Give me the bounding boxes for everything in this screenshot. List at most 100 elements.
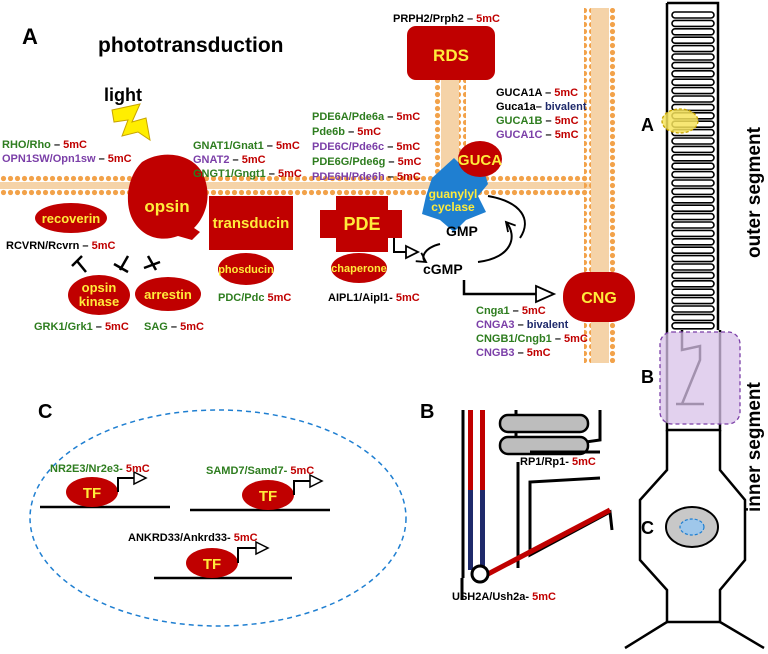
cnga3-gene-label: CNGA3 – bivalent xyxy=(476,319,569,331)
disc xyxy=(671,229,715,238)
recoverin-label: recoverin xyxy=(42,211,101,226)
tf-region-outline xyxy=(29,409,407,627)
guca-label: GUCA xyxy=(458,152,502,169)
cgmp-to-cng-arrow xyxy=(462,280,557,304)
disc xyxy=(671,313,715,322)
cgmp-label: cGMP xyxy=(423,261,463,277)
disc xyxy=(671,78,715,86)
disc xyxy=(671,187,715,196)
samd7-tf xyxy=(242,480,294,510)
sag-gene-label: SAG – 5mC xyxy=(144,321,204,333)
disc xyxy=(671,263,715,271)
arrestin-label: arrestin xyxy=(144,287,192,302)
pde6h-gene-label: PDE6H/Pde6h – 5mC xyxy=(312,171,421,183)
light-bolt-icon xyxy=(111,103,151,142)
gnat2-gene-label: GNAT2 – 5mC xyxy=(193,154,266,166)
panel-a-label: A xyxy=(22,24,38,49)
disc xyxy=(671,95,715,103)
cyclase-label: cyclase xyxy=(431,200,475,214)
chaperone-protein xyxy=(331,253,387,283)
chaperone-label: chaperone xyxy=(331,263,387,275)
cell-label-c: C xyxy=(641,518,654,538)
pde-protein xyxy=(320,196,402,252)
disc xyxy=(671,61,715,70)
guanylyl-cyclase-protein xyxy=(422,158,488,232)
cng-label: CNG xyxy=(581,290,617,307)
disc xyxy=(671,196,715,204)
samd7-gene-label: SAMD7/Samd7- 5mC xyxy=(206,465,314,477)
disc xyxy=(671,19,715,28)
disc xyxy=(671,137,715,145)
disc xyxy=(671,44,715,53)
panel-c-label: C xyxy=(38,401,52,423)
disc xyxy=(671,179,715,187)
disc xyxy=(671,271,715,280)
samd7-tf-group: TF SAMD7/Samd7- 5mC xyxy=(190,465,330,512)
region-b-highlight xyxy=(659,331,741,425)
disc xyxy=(671,27,715,36)
gngt1-gene-label: GNGT1/Gngt1 – 5mC xyxy=(193,168,302,180)
nr2e3-tf-group: TF NR2E3/Nr2e3- 5mC xyxy=(40,463,170,509)
aipl1-gene-label: AIPL1/Aipl1- 5mC xyxy=(328,292,420,304)
phosducin-label: phosducin xyxy=(218,264,274,276)
ankrd33-tf-group: TF ANKRD33/Ankrd33- 5mC xyxy=(128,532,292,580)
cell-label-a: A xyxy=(641,115,654,135)
disc xyxy=(671,70,715,78)
disc-membrane xyxy=(0,175,605,196)
disc xyxy=(671,212,715,221)
ankrd33-gene-label: ANKRD33/Ankrd33- 5mC xyxy=(128,532,258,544)
cngb1-gene-label: CNGB1/Cngb1 – 5mC xyxy=(476,333,588,345)
disc xyxy=(671,154,715,162)
gnat1-gene-label: GNAT1/Gnat1 – 5mC xyxy=(193,140,300,152)
inner-segment-label: inner segment xyxy=(744,381,765,512)
rcvrn-gene-label: RCVRN/Rcvrn – 5mC xyxy=(6,240,115,252)
nr2e3-gene-label: NR2E3/Nr2e3- 5mC xyxy=(50,463,150,475)
disc xyxy=(671,11,715,19)
cng-protein xyxy=(563,272,635,322)
opsin-kinase-label-2: kinase xyxy=(79,294,119,309)
rho-gene-label: RHO/Rho – 5mC xyxy=(2,139,87,151)
prph2-gene-label: PRPH2/Prph2 – 5mC xyxy=(393,13,500,25)
panel-b-label: B xyxy=(420,401,434,423)
rds-label: RDS xyxy=(433,46,469,65)
nr2e3-tf-label: TF xyxy=(83,485,101,502)
disc xyxy=(671,305,715,313)
disc xyxy=(671,296,715,305)
outer-segment-label: outer segment xyxy=(744,126,765,258)
guca1b-gene-label: GUCA1B – 5mC xyxy=(496,115,579,127)
disc xyxy=(671,288,715,297)
ankrd33-tf-label: TF xyxy=(203,556,221,573)
arrestin-protein xyxy=(135,277,201,311)
nr2e3-tf xyxy=(66,477,118,507)
pde-to-cgmp-arrow xyxy=(393,238,421,260)
guca1a-mouse-gene-label: Guca1a– bivalent xyxy=(496,101,587,113)
disc xyxy=(671,36,715,45)
cilium-inset xyxy=(460,410,614,600)
opsin-kinase-protein xyxy=(68,275,130,315)
cnga1-gene-label: Cnga1 – 5mC xyxy=(476,305,546,317)
opn1sw-gene-label: OPN1SW/Opn1sw – 5mC xyxy=(2,153,132,165)
recoverin-protein xyxy=(35,203,107,233)
ankrd33-tf xyxy=(186,548,238,578)
rp1-gene-label: RP1/Rp1- 5mC xyxy=(520,456,596,468)
disc xyxy=(671,204,715,212)
ush2a-gene-label: USH2A/Ush2a- 5mC xyxy=(452,591,556,603)
outer-segment-discs xyxy=(671,11,715,330)
disc xyxy=(671,279,715,288)
pde6g-gene-label: PDE6G/Pde6g – 5mC xyxy=(312,156,421,168)
disc xyxy=(671,103,715,112)
gmp-label: GMP xyxy=(446,223,478,239)
inhibition-arrows xyxy=(71,255,161,274)
guanylyl-label: guanylyl xyxy=(429,187,478,201)
transducin-protein xyxy=(209,196,293,250)
disc xyxy=(671,162,715,170)
pde6c-gene-label: PDE6C/Pde6c – 5mC xyxy=(312,141,420,153)
disc xyxy=(671,86,715,95)
light-label: light xyxy=(104,85,142,105)
guca1c-gene-label: GUCA1C – 5mC xyxy=(496,129,579,141)
cycle-arrows xyxy=(415,195,526,264)
cell-label-b: B xyxy=(641,367,654,387)
disc xyxy=(671,246,715,254)
grk1-gene-label: GRK1/Grk1 – 5mC xyxy=(34,321,129,333)
